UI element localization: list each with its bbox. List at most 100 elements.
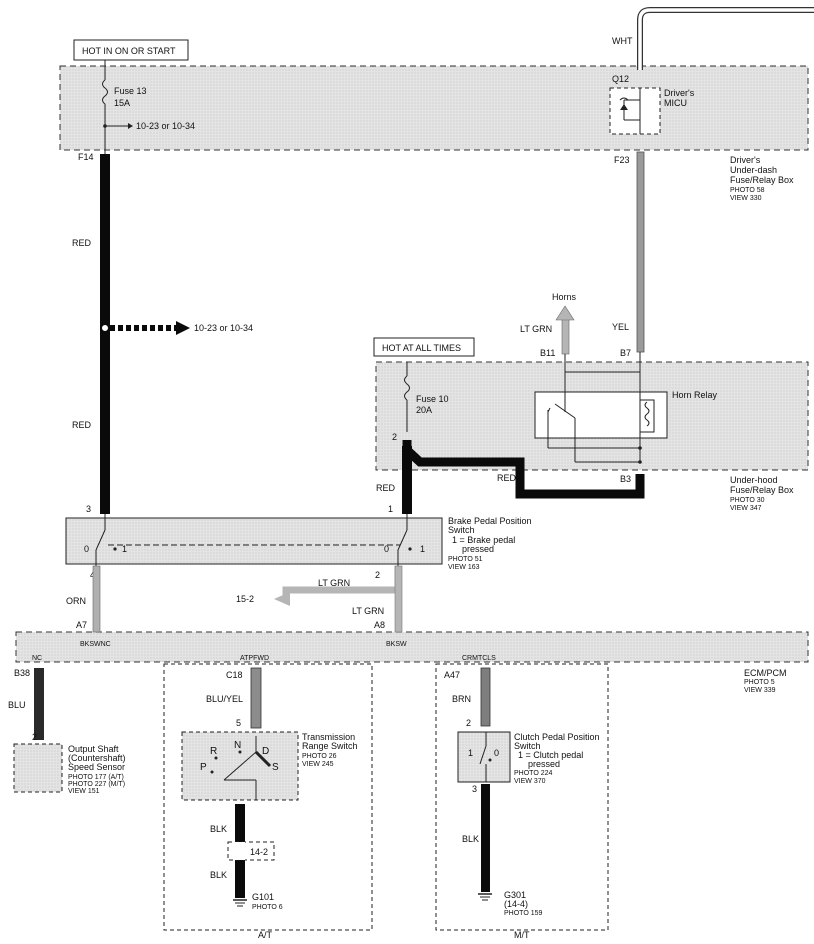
pin-a47: A47: [444, 670, 460, 680]
gear-d: D: [262, 746, 269, 757]
wire-red-1: RED: [72, 238, 92, 248]
wire-blk3: BLK: [462, 834, 479, 844]
clutch-l3: 1 = Clutch pedal: [518, 750, 583, 760]
trans-l2: Range Switch: [302, 741, 358, 751]
brake-l1: Brake Pedal Position: [448, 516, 532, 526]
pin-f14: F14: [78, 152, 94, 162]
wire-ltgrn-horn: LT GRN: [520, 324, 552, 334]
ecm-pin-atpfwd: ATPFWD: [240, 655, 269, 662]
ground-g301-photo: PHOTO 159: [504, 910, 542, 917]
gear-n: N: [234, 740, 241, 751]
brake-l6: VIEW 163: [448, 564, 480, 571]
clutch-l5: PHOTO 224: [514, 770, 552, 777]
pin-s2: 2: [32, 732, 37, 742]
pin-c2: 2: [466, 718, 471, 728]
ref-15-2: 15-2: [236, 594, 254, 604]
horns-label: Horns: [552, 292, 577, 302]
ecm-pin-bkswnc: BKSWNC: [80, 641, 111, 648]
pin-t5: 5: [236, 718, 241, 728]
pin-f23: F23: [614, 155, 630, 165]
ground-g301-sub: (14-4): [504, 899, 528, 909]
sw1b: 1: [420, 544, 425, 554]
speed-sensor-box: [13, 743, 63, 793]
wire-ltgrn1: LT GRN: [318, 578, 350, 588]
sensor-l6: VIEW 151: [68, 788, 100, 795]
wire-yel: YEL: [612, 322, 629, 332]
brake-l3: 1 = Brake pedal: [452, 535, 515, 545]
underhood-l2: Fuse/Relay Box: [730, 485, 794, 495]
wire-red-3: RED: [497, 473, 517, 483]
fuse13-symbol: [102, 79, 108, 105]
trans-l4: VIEW 245: [302, 761, 334, 768]
ecm-l1: ECM/PCM: [744, 668, 787, 678]
mt-region: [435, 663, 609, 931]
sensor-l1: Output Shaft: [68, 744, 119, 754]
clutch-l1: Clutch Pedal Position: [514, 732, 600, 742]
ecm-l2: PHOTO 5: [744, 679, 775, 686]
wire-blu: BLU: [8, 700, 26, 710]
wire-wht: WHT: [612, 36, 633, 46]
hot-all-times-box: [373, 337, 475, 357]
clutch-l2: Switch: [514, 741, 541, 751]
underdash-l1: Driver's: [730, 155, 761, 165]
wire-orn: ORN: [66, 596, 86, 606]
underdash-l2: Under-dash: [730, 165, 777, 175]
sw0b: 0: [384, 544, 389, 554]
pin-bp3: 3: [86, 504, 91, 514]
ref-mid: 10-23 or 10-34: [194, 323, 253, 333]
wire-red-4: RED: [376, 483, 396, 493]
variant-at: A/T: [258, 930, 273, 940]
brake-l4: pressed: [462, 544, 494, 554]
sensor-l2: (Countershaft): [68, 753, 126, 763]
cl0: 0: [494, 748, 499, 758]
underdash-box: [59, 65, 809, 151]
underhood-l4: VIEW 347: [730, 505, 762, 512]
horn-relay-name: Horn Relay: [672, 390, 718, 400]
pin-c18: C18: [226, 670, 243, 680]
ecm-pin-bksw: BKSW: [386, 641, 407, 648]
sensor-l4: PHOTO 177 (A/T): [68, 774, 124, 781]
micu-box: [609, 87, 661, 135]
hot-on-start-label: HOT IN ON OR START: [82, 46, 176, 56]
pin-b11: B11: [540, 348, 555, 358]
fuse13-name: Fuse 13: [114, 86, 147, 96]
gear-s: S: [272, 762, 279, 773]
sensor-l5: PHOTO 227 (M/T): [68, 781, 125, 788]
wire-blk2: BLK: [210, 870, 227, 880]
variant-mt: M/T: [514, 930, 530, 940]
trans-l3: PHOTO 26: [302, 753, 337, 760]
fuse13-ref: 10-23 or 10-34: [136, 121, 195, 131]
sensor-l3: Speed Sensor: [68, 762, 125, 772]
underdash-l4: PHOTO 58: [730, 187, 765, 194]
pin-bp1: 1: [388, 504, 393, 514]
hot-all-times-label: HOT AT ALL TIMES: [382, 343, 461, 353]
clutch-switch-box: [457, 731, 511, 783]
ecm-pin-crmtcls: CRMTCLS: [462, 655, 496, 662]
micu-name2: MICU: [664, 98, 687, 108]
hot-on-start-box: [73, 39, 189, 61]
sw0a: 0: [84, 544, 89, 554]
at-region: [163, 663, 373, 931]
pin-2-fuse10: 2: [392, 432, 397, 442]
trans-l1: Transmission: [302, 732, 355, 742]
brake-switch-box: [65, 517, 443, 565]
clutch-l4: pressed: [528, 759, 560, 769]
ground-g301: G301: [504, 890, 526, 900]
underhood-l1: Under-hood: [730, 475, 778, 485]
pin-b3: B3: [620, 474, 631, 484]
pin-b38: B38: [14, 668, 30, 678]
ecm-box: [15, 631, 809, 663]
pin-a8: A8: [374, 620, 385, 630]
underhood-l3: PHOTO 30: [730, 497, 765, 504]
clutch-l6: VIEW 370: [514, 778, 546, 785]
micu-name1: Driver's: [664, 88, 695, 98]
gear-p: P: [200, 762, 207, 773]
wire-ltgrn2: LT GRN: [352, 606, 384, 616]
ground-g101: G101: [252, 892, 274, 902]
pin-c3: 3: [472, 784, 477, 794]
cl1: 1: [468, 748, 473, 758]
fuse13-rating: 15A: [114, 98, 130, 108]
underdash-l3: Fuse/Relay Box: [730, 175, 794, 185]
wire-red-2: RED: [72, 420, 92, 430]
